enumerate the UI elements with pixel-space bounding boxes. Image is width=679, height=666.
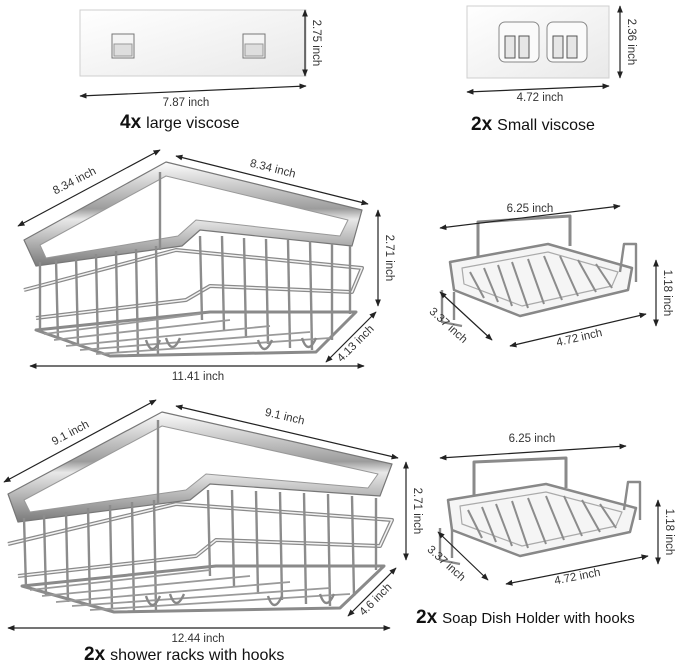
shower-rack-bottom-height-label: 2.71 inch <box>411 488 423 535</box>
soap-dish-top-width-dim: 6.25 inch <box>439 203 621 231</box>
shower-rack-bottom-side-b-label: 9.1 inch <box>264 407 306 428</box>
small-viscose-width-label: 4.72 inch <box>517 92 564 104</box>
shower-rack-top-width-dim: 11.41 inch <box>29 363 365 383</box>
soap-dish-top-width-label: 6.25 inch <box>507 203 554 215</box>
soap-dish-top-depth-label: 3.37 inch <box>427 306 470 346</box>
large-viscose-height-dim: 2.75 inch <box>302 9 322 77</box>
small-viscose-label: Small viscose <box>497 117 595 134</box>
shower-rack-bottom <box>7 411 394 614</box>
shower-rack-top-height-label: 2.71 inch <box>383 235 395 282</box>
shower-rack-top-side-b-label: 8.34 inch <box>249 158 297 181</box>
small-viscose-plate <box>466 5 610 79</box>
soap-dish-bottom-height-label: 1.18 inch <box>663 509 675 556</box>
large-viscose-plate <box>79 9 307 77</box>
soap-dish-top <box>440 214 638 328</box>
soap-dish-top-length-label: 4.72 inch <box>555 327 603 349</box>
shower-rack-top-side-a-label: 8.34 inch <box>51 165 98 197</box>
shower-rack-top-width-label: 11.41 inch <box>172 371 224 383</box>
shower-rack-bottom-width-dim: 12.44 inch <box>7 625 391 645</box>
soap-dish-bottom-depth-label: 3.37 inch <box>425 544 468 584</box>
soap-dish-bottom-height-dim: 1.18 inch <box>655 499 675 565</box>
soap-dish-label: Soap Dish Holder with hooks <box>442 610 635 627</box>
hook-icon <box>111 33 135 59</box>
large-viscose-quantity: 4x <box>120 112 142 133</box>
large-viscose-label: large viscose <box>146 115 240 132</box>
shower-rack-bottom-width-label: 12.44 inch <box>171 633 224 645</box>
hook-icon <box>546 21 588 63</box>
small-viscose-quantity: 2x <box>471 114 493 135</box>
soap-dish-top-length-dim: 4.72 inch <box>509 312 647 349</box>
large-viscose-width-dim: 7.87 inch <box>79 83 307 109</box>
shower-rack-top-height-dim: 2.71 inch <box>375 209 395 307</box>
shower-rack-top-depth-label: 4.13 inch <box>335 323 376 364</box>
soap-dish-top-height-dim: 1.18 inch <box>653 259 673 327</box>
shower-racks-label: shower racks with hooks <box>110 647 285 664</box>
shower-rack-bottom-side-a-label: 9.1 inch <box>50 419 91 449</box>
soap-dish-top-height-label: 1.18 inch <box>661 270 673 317</box>
large-viscose-height-label: 2.75 inch <box>310 20 322 67</box>
shower-rack-top-depth-dim: 4.13 inch <box>325 311 377 365</box>
soap-dish-quantity: 2x <box>416 607 438 628</box>
small-viscose-height-dim: 2.36 inch <box>617 5 637 79</box>
hook-icon <box>498 21 540 63</box>
soap-dish-bottom-length-dim: 4.72 inch <box>505 554 649 587</box>
soap-dish-bottom <box>438 456 642 566</box>
shower-rack-top <box>23 161 364 358</box>
hook-icon <box>242 33 266 59</box>
small-viscose-height-label: 2.36 inch <box>625 19 637 66</box>
soap-dish-bottom-width-dim: 6.25 inch <box>439 433 627 461</box>
small-viscose-width-dim: 4.72 inch <box>466 83 610 104</box>
shower-racks-quantity: 2x <box>84 644 106 665</box>
soap-dish-bottom-width-label: 6.25 inch <box>509 433 556 445</box>
shower-rack-bottom-height-dim: 2.71 inch <box>403 461 423 561</box>
large-viscose-width-label: 7.87 inch <box>163 97 210 109</box>
